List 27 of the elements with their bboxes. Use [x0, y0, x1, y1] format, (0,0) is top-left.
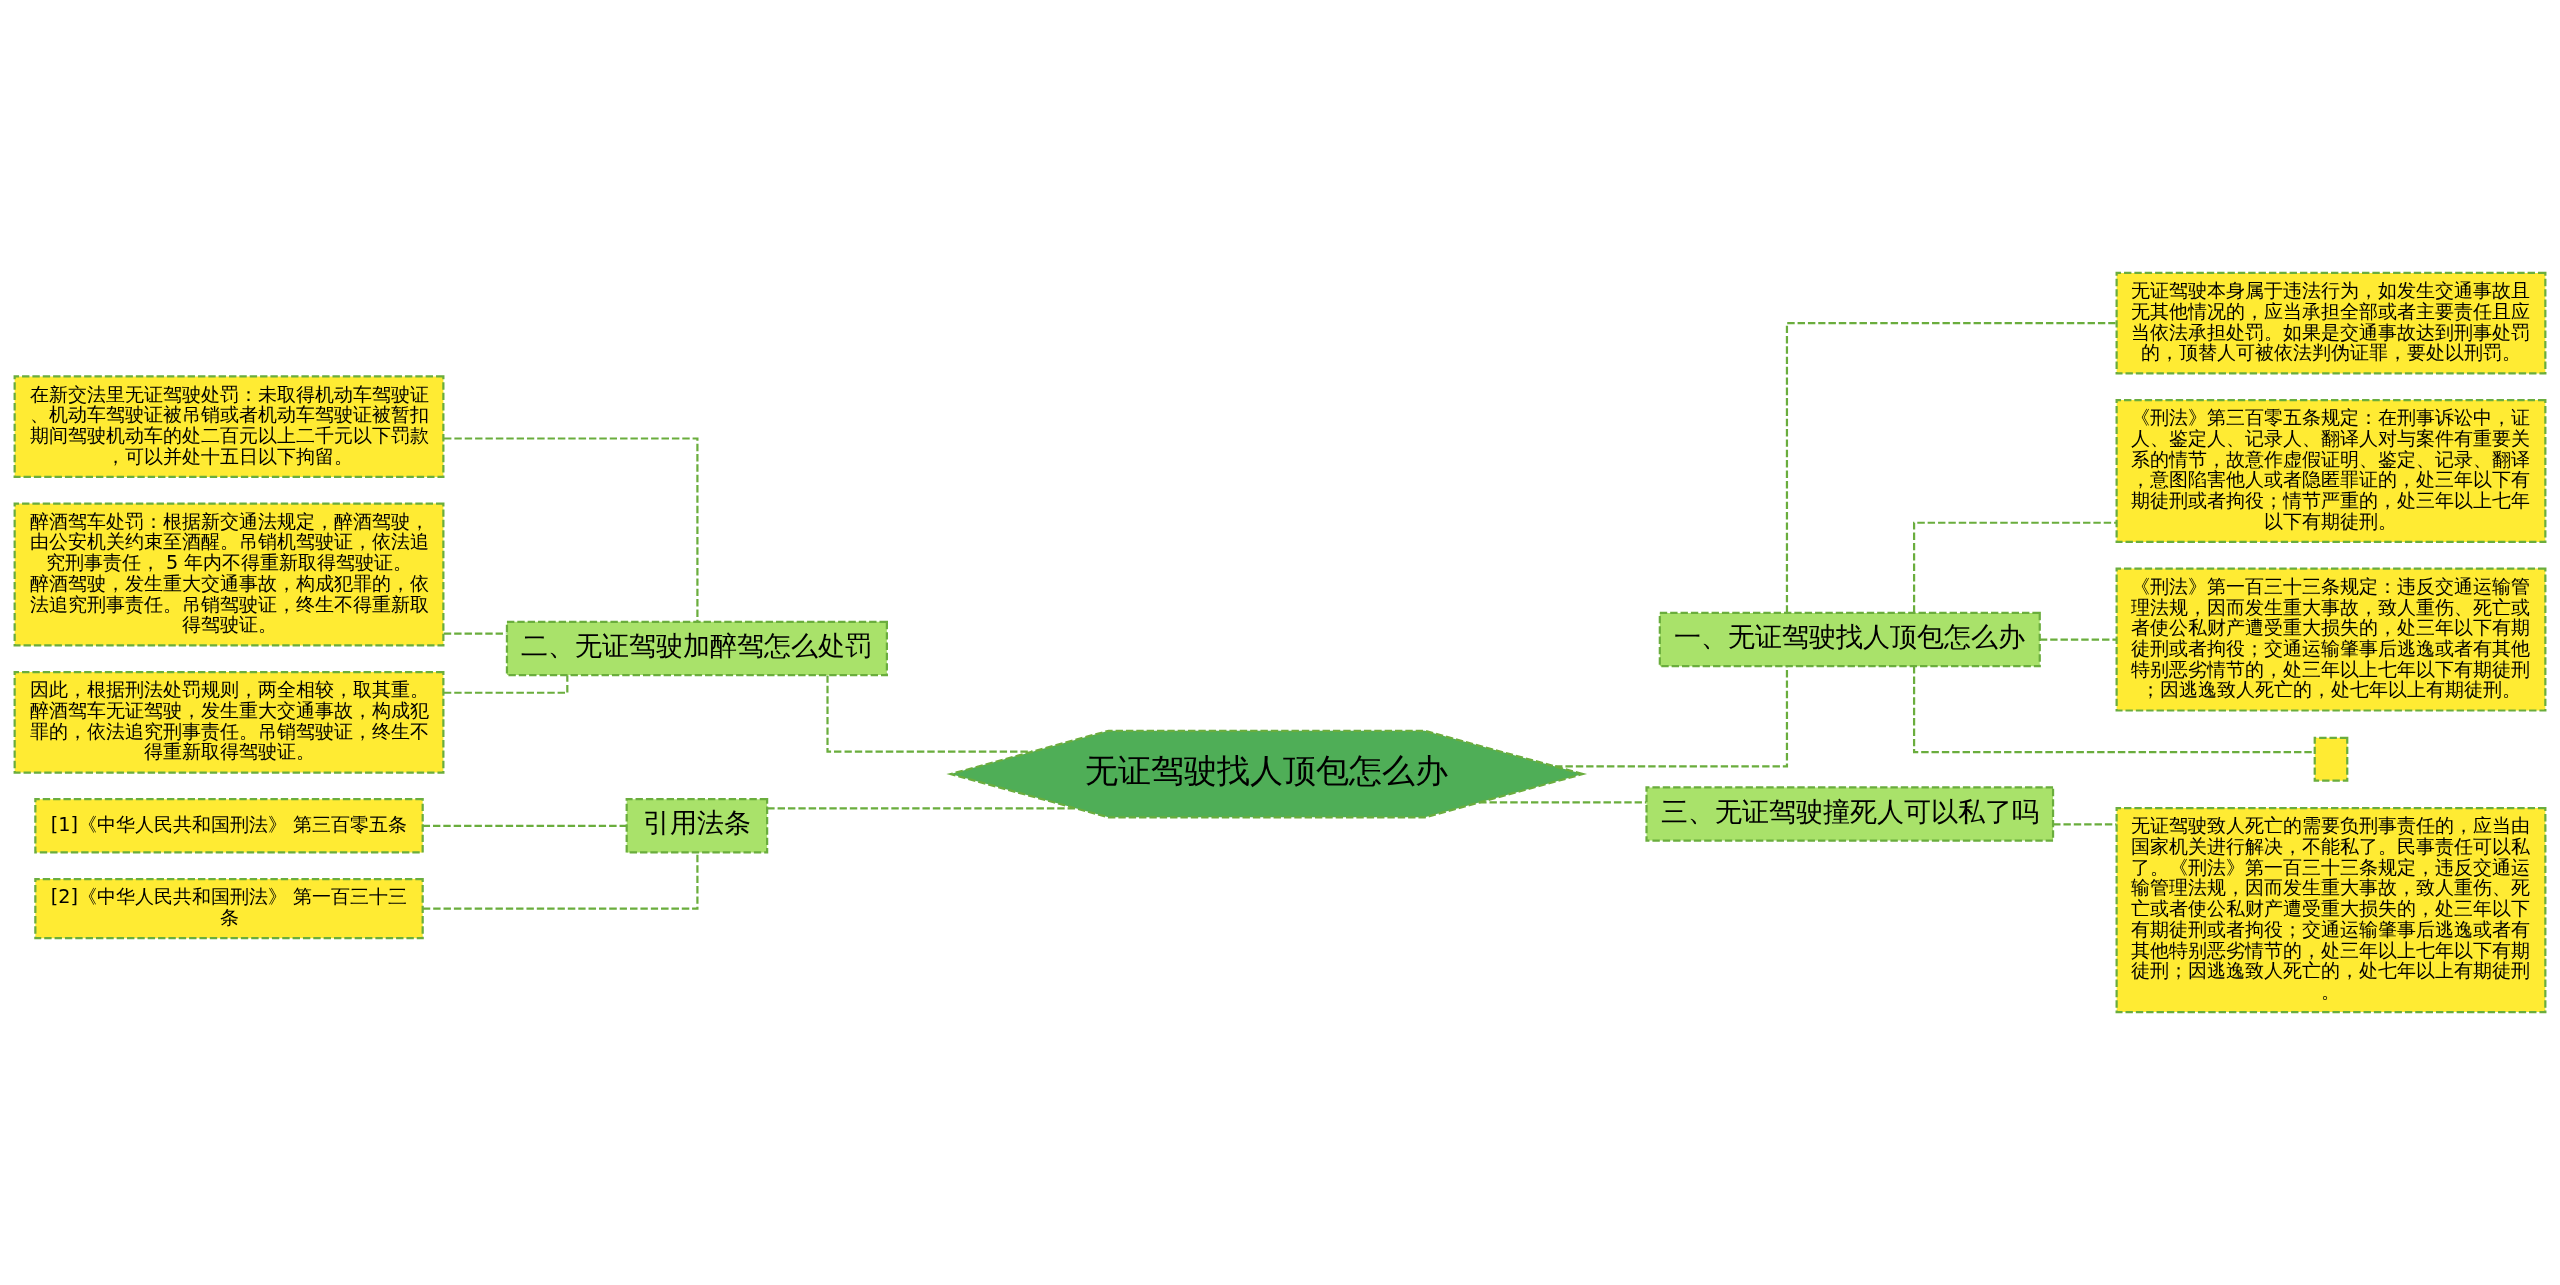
connector — [1785, 322, 2117, 613]
node-box: 一、无证驾驶找人顶包怎么办 — [1658, 611, 2041, 668]
connector — [422, 852, 699, 910]
node-box: 在新交法里无证驾驶处罚：未取得机动车驾驶证、机动车驾驶证被吊销或者机动车驾驶证被暂扣期间驾驶机动车的处二百元以上二千元以下罚款，可以并处十五日以下拘留。 — [13, 375, 445, 479]
node-box: 三、无证驾驶撞死人可以私了吗 — [1645, 786, 2055, 842]
connector — [2053, 823, 2117, 826]
connector — [1913, 521, 2117, 613]
connector — [1479, 801, 1647, 804]
connector — [422, 824, 627, 827]
node-box: 无证驾驶致人死亡的需要负刑事责任的，应当由国家机关进行解决，不能私了。民事责任可以私了。《刑法》第一百三十三条规定，违反交通运输管理法规，因而发生重大事故，致人重伤、死亡或者使公私财产遭受重大损失的，处三年以下有期徒刑或者拘役；交通运输肇事后逃逸或者有其他特别恶劣情节的，处三年以上七年以下有期徒刑；因逃逸致人死亡的，处七年以上有期徒刑。 — [2115, 806, 2547, 1014]
node-box: [2]《中华人民共和国刑法》 第一百三十三条 — [34, 877, 424, 940]
node-box — [2313, 736, 2349, 782]
node-box: 醉酒驾车处罚：根据新交通法规定，醉酒驾驶，由公安机关约束至酒醒。吊销机驾驶证，依法追究刑事责任， 5 年内不得重新取得驾驶证。醉酒驾驶，发生重大交通事故，构成犯罪的，依法追究刑事责任。吊销驾驶证，终生不得重新取得驾驶证。 — [13, 502, 445, 647]
connector — [1554, 666, 1789, 768]
node-box: 无证驾驶本身属于违法行为，如发生交通事故且无其他情况的，应当承担全部或者主要责任且应当依法承担处罚。如果是交通事故达到刑事处罚的，顶替人可被依法判伪证罪，要处以刑罚。 — [2115, 271, 2547, 375]
node-box: 引用法条 — [625, 798, 769, 854]
connector — [826, 675, 1033, 753]
connector — [767, 807, 1076, 810]
node-box: 二、无证驾驶加醉驾怎么处罚 — [505, 620, 888, 677]
connector — [443, 675, 569, 694]
connector — [1913, 666, 2315, 754]
node-box: 《刑法》第三百零五条规定：在刑事诉讼中，证人、鉴定人、记录人、翻译人对与案件有重要关系的情节，故意作虚假证明、鉴定、记录、翻译，意图陷害他人或者隐匿罪证的，处三年以下有期徒刑或者拘役；情节严重的，处三年以上七年以下有期徒刑。 — [2115, 398, 2547, 544]
node-box: 因此，根据刑法处罚规则，两全相较，取其重。醉酒驾车无证驾驶，发生重大交通事故，构成犯罪的，依法追究刑事责任。吊销驾驶证，终生不得重新取得驾驶证。 — [13, 670, 445, 774]
connector — [2039, 638, 2117, 641]
node-box: [1]《中华人民共和国刑法》 第三百零五条 — [34, 798, 424, 854]
node-box: 《刑法》第一百三十三条规定：违反交通运输管理法规，因而发生重大事故，致人重伤、死亡或者使公私财产遭受重大损失的，处三年以下有期徒刑或者拘役；交通运输肇事后逃逸或者有其他特别恶劣情节的，处三年以上七年以下有期徒刑；因逃逸致人死亡的，处七年以上有期徒刑。 — [2115, 567, 2547, 712]
connector — [444, 437, 699, 622]
